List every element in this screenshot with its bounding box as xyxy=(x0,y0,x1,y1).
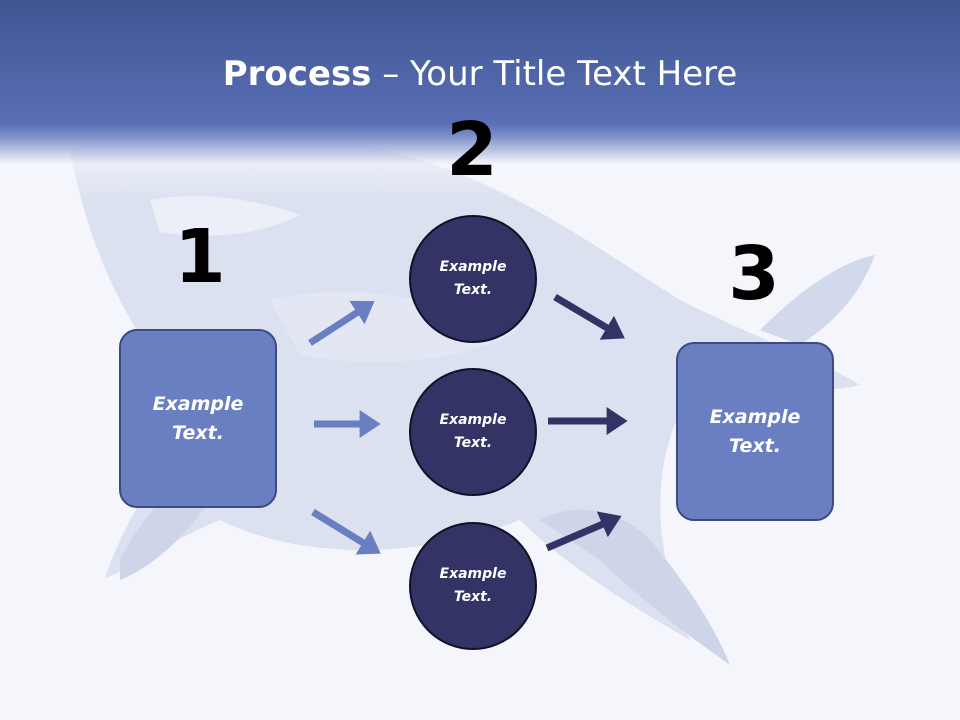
circle-1-line-1: Example xyxy=(439,259,507,275)
step-number-3: 3 xyxy=(728,231,780,317)
left-box-line-1: Example xyxy=(152,392,244,415)
title-bold: Process xyxy=(222,54,372,94)
arrow-to-circle-1 xyxy=(308,300,375,346)
right-box-line-1: Example xyxy=(709,405,801,428)
right-box-line-2: Text. xyxy=(729,434,781,457)
left-box-line-2: Text. xyxy=(172,421,224,444)
step-number-2: 2 xyxy=(446,107,498,193)
right-process-box: Example Text. xyxy=(676,342,834,521)
step-number-1: 1 xyxy=(174,214,226,300)
slide-title: Process – Your Title Text Here xyxy=(0,52,960,96)
circle-2-line-1: Example xyxy=(439,412,507,428)
arrow-from-circle-3 xyxy=(545,511,622,552)
title-rest: – Your Title Text Here xyxy=(371,54,738,94)
circle-1-line-2: Text. xyxy=(453,282,493,298)
circle-2-line-2: Text. xyxy=(453,435,493,451)
circle-step-1: Example Text. xyxy=(409,215,537,343)
circle-3-line-1: Example xyxy=(439,566,507,582)
circle-step-3: Example Text. xyxy=(409,522,537,650)
circle-3-line-2: Text. xyxy=(453,589,493,605)
circle-step-2: Example Text. xyxy=(409,368,537,496)
arrow-to-circle-3 xyxy=(311,509,381,555)
left-process-box: Example Text. xyxy=(119,329,277,508)
header-band xyxy=(0,0,960,200)
arrow-from-circle-1 xyxy=(553,293,625,340)
